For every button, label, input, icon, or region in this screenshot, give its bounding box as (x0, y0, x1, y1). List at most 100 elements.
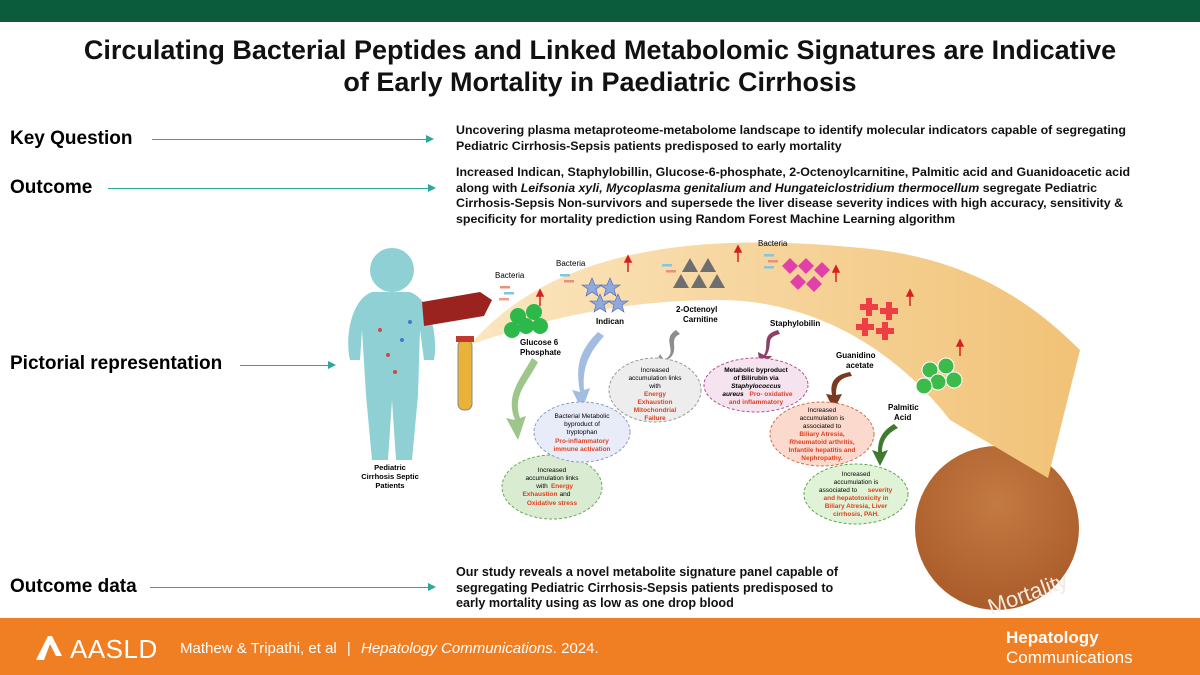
outcome-line-4: specificity for mortality prediction usi… (456, 211, 956, 226)
g6p-label-2: Phosphate (520, 348, 561, 357)
citation-year: . 2024. (552, 640, 599, 657)
g6p-bubble-red-1: Energy (551, 483, 573, 490)
palmitic-arrow (872, 424, 898, 466)
staphylobilin-bubble-italic: Staphylococcus (731, 383, 781, 390)
palmitic-bubble-red-2: Biliary Atresia, Liver (825, 503, 888, 510)
palmitic-bubble-line-2: accumulation is (834, 479, 880, 486)
staphylobilin-arrow (758, 330, 780, 368)
citation: Mathew & Tripathi, et al | Hepatology Co… (180, 640, 599, 657)
key-question-line-1: Uncovering plasma metaproteome-metabolom… (456, 123, 1126, 137)
octenoyl-bubble-red-4: Failure (644, 415, 666, 422)
journal-brand-line-2: Communications (1006, 648, 1133, 667)
outcome-data-arrow (150, 583, 436, 591)
g6p-molecules (504, 304, 548, 338)
g6p-bubble-red-2: Exhaustion (522, 491, 557, 498)
bacteria-label-1: Bacteria (495, 271, 525, 280)
outcome-label: Outcome (10, 177, 93, 198)
g6p-arrow (506, 358, 538, 440)
footer-bar (0, 618, 1200, 675)
outcome-data-line-2: segregating Pediatric Cirrhosis-Sepsis p… (456, 580, 834, 595)
palmitic-bubble-line-3-pre: associated to (819, 487, 858, 494)
octenoyl-bubble-line-2: accumulation links (628, 375, 682, 382)
citation-authors: Mathew & Tripathi, et al (180, 640, 337, 657)
outcome-line-3: Cirrhosis-Sepsis Non-survivors and super… (456, 196, 1124, 210)
staphylobilin-molecules (782, 258, 830, 292)
key-question-text: Uncovering plasma metaproteome-metabolom… (456, 123, 1126, 154)
indican-bubble-line-2: byproduct of (564, 421, 600, 428)
indican-label: Indican (596, 317, 624, 326)
patient-label-3: Patients (375, 481, 404, 490)
increase-arrows (535, 244, 965, 356)
g6p-bubble-and: and (560, 491, 571, 498)
staphylobilin-bubble-red-2: and inflammatory (729, 399, 784, 406)
guanidino-bubble-red-4: Nephropathy. (801, 455, 843, 462)
guanidino-bubble-red-1: Biliary Atresia, (799, 431, 844, 438)
key-question-arrow (152, 135, 434, 143)
staphylobilin-bubble-line-2: of Bilirubin via (733, 375, 779, 382)
g6p-bubble-line-1: Increased (538, 467, 567, 474)
g6p-bubble-line-3: with (535, 483, 548, 490)
octenoyl-bubble-red-3: Mitochondrial (634, 407, 677, 414)
palmitic-label-1: Palmitic (888, 403, 919, 412)
indican-bubble-red-1: Pro-inflammatory (555, 438, 609, 445)
guanidino-molecules (856, 298, 898, 340)
staphylobilin-bubble-line-1: Metabolic byproduct (724, 367, 788, 374)
g6p-bubble-red-3: Oxidative stress (527, 500, 578, 507)
outcome-line-2-species: Leifsonia xyli, Mycoplasma genitalium an… (520, 180, 980, 195)
octenoyl-bubble-line-1: Increased (641, 367, 670, 374)
pictorial-label: Pictorial representation (10, 353, 223, 374)
octenoyl-arrow (652, 330, 680, 372)
blood-tube-cap (456, 336, 474, 342)
blood-tube (457, 339, 473, 411)
octenoyl-label-2: Carnitine (683, 315, 718, 324)
patient-figure (348, 248, 436, 460)
palmitic-label-2: Acid (894, 413, 911, 422)
citation-journal: Hepatology Communications (361, 640, 553, 657)
staphylobilin-bubble-italic-2: aureus (722, 391, 744, 398)
outcome-line-2-pre: along with (456, 180, 521, 195)
bacteria-label-2: Bacteria (556, 259, 586, 268)
indican-bubble-red-2: immune activation (553, 446, 610, 453)
outcome-data-line-3: early mortality using as low as one drop… (456, 596, 734, 610)
blood-vessel (422, 292, 492, 326)
guanidino-bubble-red-3: Infantile hepatitis and (789, 447, 856, 454)
staphylobilin-label: Staphylobilin (770, 319, 820, 328)
palmitic-bubble-red-1: and hepatotoxicity in (823, 495, 888, 502)
octenoyl-bubble (608, 357, 702, 423)
guanidino-label-2: acetate (846, 361, 874, 370)
palmitic-bubble (803, 463, 909, 525)
guanidino-bubble-line-2: accumulation is (800, 415, 846, 422)
g6p-label-1: Glucose 6 (520, 338, 559, 347)
bacteria-label-3: Bacteria (758, 239, 788, 248)
outcome-line-2: along with Leifsonia xyli, Mycoplasma ge… (456, 181, 1130, 197)
octenoyl-bubble-red-2: Exhaustion (637, 399, 672, 406)
outcome-arrow (108, 184, 436, 192)
aasld-logo-icon (36, 636, 62, 660)
guanidino-bubble-red-2: Rheumatoid arthritis, (789, 439, 855, 446)
octenoyl-bubble-red-1: Energy (644, 391, 666, 398)
outcome-text: Increased Indican, Staphylobillin, Gluco… (456, 165, 1130, 227)
bacteria-dashes (499, 254, 778, 301)
key-question-line-2: Pediatric Cirrhosis-Sepsis patients pred… (456, 138, 842, 153)
palmitic-bubble-red-3: cirrhosis, PAH. (833, 511, 879, 518)
patient-label-2: Cirrhosis Septic (361, 472, 419, 481)
palmitic-molecules (915, 357, 963, 395)
guanidino-bubble-line-3: associated to (803, 423, 842, 430)
aasld-logo-text: AASLD (70, 634, 158, 664)
arc-band (470, 242, 1080, 478)
title-line-1: Circulating Bacterial Peptides and Linke… (83, 35, 1117, 65)
palmitic-bubble-line-3-red: severity (868, 487, 893, 494)
key-question-label: Key Question (10, 128, 133, 149)
indican-arrow (572, 332, 604, 410)
outcome-data-label: Outcome data (10, 576, 137, 597)
octenoyl-label-1: 2-Octenoyl (676, 305, 717, 314)
octenoyl-molecules (673, 258, 725, 288)
staphylobilin-bubble (703, 357, 809, 413)
outcome-data-line-1: Our study reveals a novel metabolite sig… (456, 565, 839, 579)
journal-brand-line-1: Hepatology (1006, 628, 1099, 647)
indican-bubble-line-3: tryptophan (567, 429, 598, 436)
g6p-bubble (501, 454, 603, 520)
outcome-line-2-post: segregate Pediatric (979, 180, 1098, 195)
outcome-data-text: Our study reveals a novel metabolite sig… (456, 565, 838, 612)
indican-molecules (581, 277, 629, 313)
